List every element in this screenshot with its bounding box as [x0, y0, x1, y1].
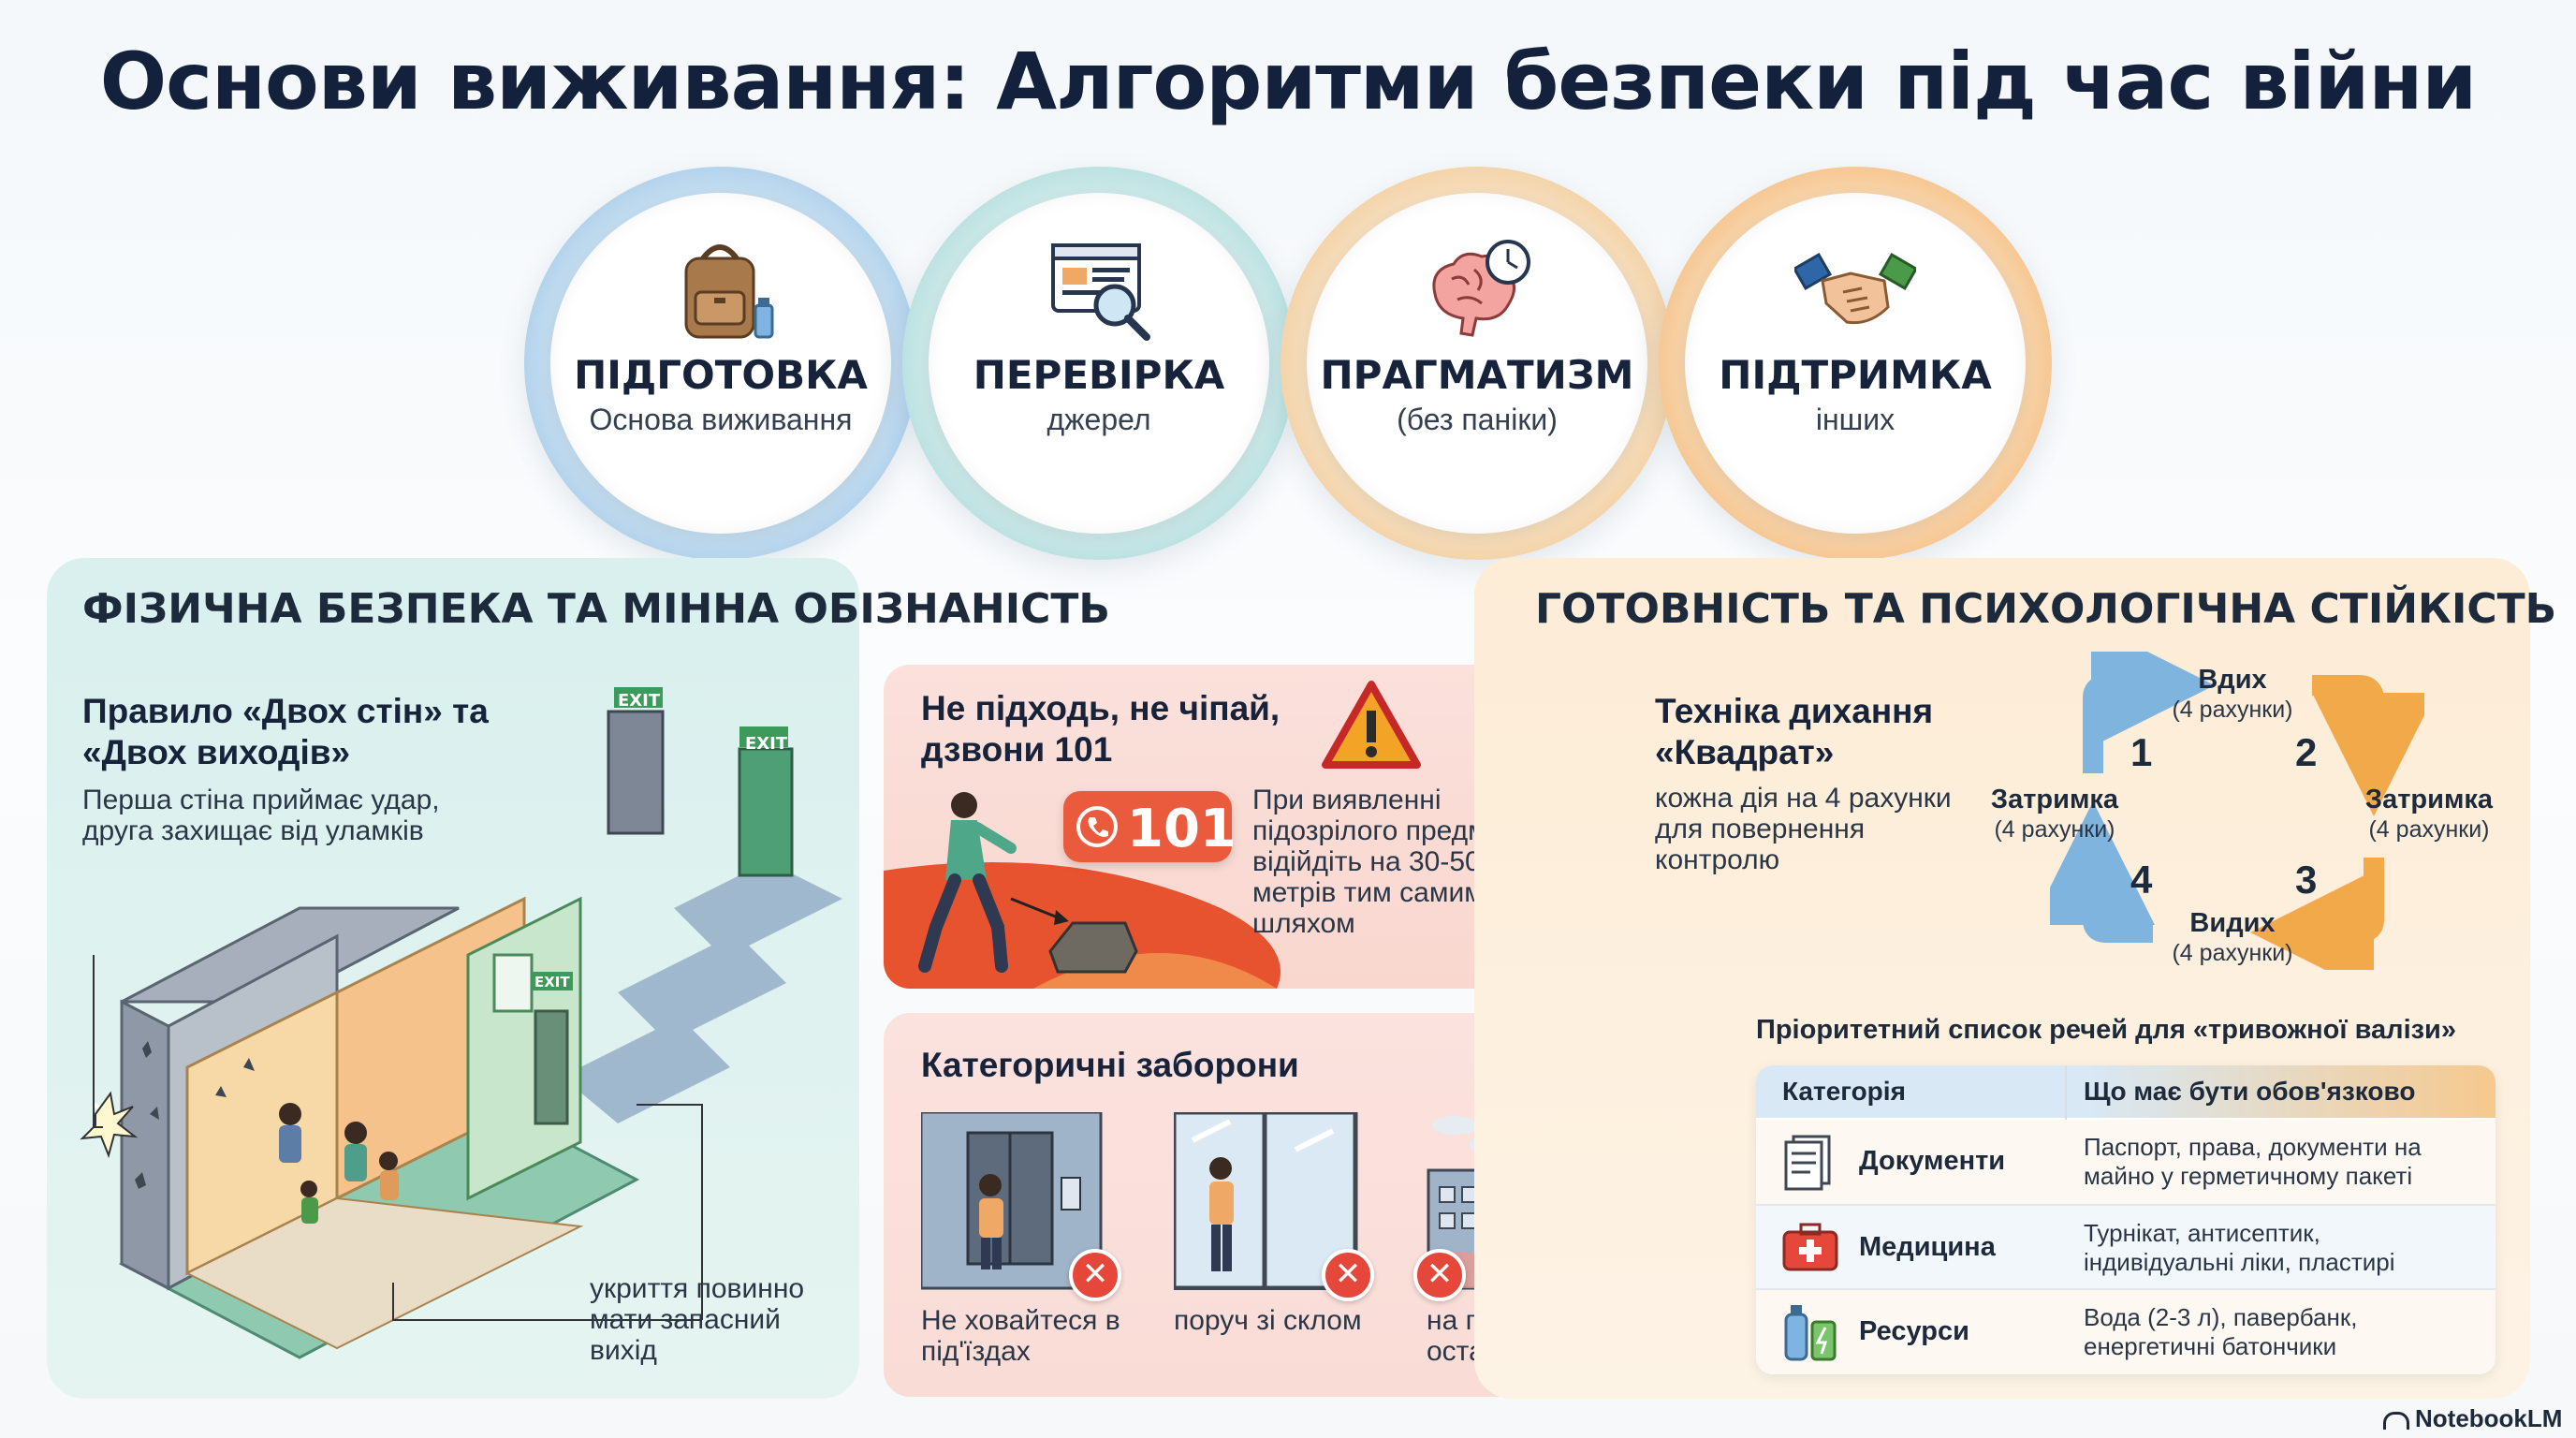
- table-row: Ресурси Вода (2-3 л), павербанк, енергет…: [1756, 1288, 2496, 1374]
- step-number: 1: [2130, 730, 2153, 774]
- table-header-category: Категорія: [1782, 1077, 1906, 1106]
- kit-items: Вода (2-3 л), павербанк, енергетичні бат…: [2084, 1303, 2358, 1360]
- ban-item-label: Не ховайтеся в під'їздах: [921, 1305, 1120, 1367]
- step-inhale: Вдих (4 рахунки): [2153, 665, 2312, 725]
- brand-name: NotebookLM: [2415, 1404, 2563, 1432]
- emergency-number: 101: [1127, 799, 1237, 859]
- page-title: Основи виживання: Алгоритми безпеки під …: [99, 36, 2477, 127]
- principle-title: ПІДТРИМКА: [1719, 352, 1992, 398]
- notebooklm-icon: [2383, 1411, 2409, 1430]
- window-glass-illustration: [1174, 1112, 1358, 1290]
- backpack-icon: [684, 244, 774, 339]
- step-count: (4 рахунки): [1994, 816, 2115, 843]
- principle-support: ПІДТРИМКА інших: [1659, 167, 2052, 560]
- principle-title: ПРАГМАТИЗМ: [1320, 352, 1634, 398]
- phone-icon: [1076, 806, 1118, 847]
- kit-category: Документи: [1859, 1146, 2006, 1176]
- two-walls-text: Перша стіна приймає удар, друга захищає …: [82, 785, 440, 846]
- prohibited-x-icon: ✕: [1069, 1249, 1121, 1301]
- ban-item-label: поруч зі склом: [1174, 1305, 1362, 1336]
- principle-subtitle: інших: [1815, 403, 1895, 436]
- prohibited-x-icon: ✕: [1413, 1249, 1466, 1301]
- step-hold-left: Затримка (4 рахунки): [1975, 785, 2134, 844]
- principle-subtitle: джерел: [1046, 403, 1151, 436]
- table-row: Документи Паспорт, права, документи на м…: [1756, 1120, 2496, 1204]
- brain-clock-icon: [1432, 240, 1530, 337]
- box-breathing-diagram: [2050, 652, 2424, 970]
- brand-logo: NotebookLM: [2383, 1404, 2562, 1433]
- call-title: Не підходь, не чіпай, дзвони 101: [921, 689, 1281, 769]
- emergency-number-badge: 101: [1063, 791, 1237, 862]
- step-number: 4: [2130, 858, 2153, 902]
- step-label: Затримка: [2364, 785, 2494, 814]
- principle-title: ПІДГОТОВКА: [574, 352, 868, 398]
- kit-items: Турнікат, антисептик, індивідуальні ліки…: [2084, 1219, 2395, 1276]
- shelter-note: укриття повинно мати запасний вихід: [590, 1273, 805, 1366]
- principle-pragmatism: ПРАГМАТИЗМ (без паніки): [1281, 167, 1674, 560]
- warning-triangle-icon: [1322, 681, 1421, 769]
- handshake-icon: [1794, 253, 1916, 325]
- exit-sign-3: EXIT: [534, 974, 570, 990]
- step-label: Вдих: [2198, 665, 2267, 695]
- prohibited-x-icon: ✕: [1322, 1249, 1374, 1301]
- breathing-text: кожна дія на 4 рахунки для повернення ко…: [1655, 783, 1952, 875]
- exit-door-grey: [607, 687, 665, 835]
- step-number: 3: [2295, 858, 2318, 902]
- step-count: (4 рахунки): [2172, 697, 2293, 723]
- two-walls-title: Правило «Двох стін» та «Двох виходів»: [82, 692, 489, 771]
- kit-category: Ресурси: [1859, 1316, 1969, 1346]
- breathing-title: Техніка дихання «Квадрат»: [1655, 692, 1934, 771]
- kit-title: Пріоритетний список речей для «тривожної…: [1756, 1015, 2456, 1045]
- exit-door-green: [738, 726, 794, 877]
- kit-items: Паспорт, права, документи на майно у гер…: [2084, 1133, 2422, 1190]
- principle-verification: ПЕРЕВІРКА джерел: [902, 167, 1295, 560]
- exit-sign-1: EXIT: [618, 691, 661, 711]
- kit-category: Медицина: [1859, 1232, 1996, 1262]
- physical-safety-title: ФІЗИЧНА БЕЗПЕКА ТА МІННА ОБІЗНАНІСТЬ: [82, 585, 1110, 633]
- step-count: (4 рахунки): [2368, 816, 2490, 843]
- prohibitions-title: Категоричні заборони: [921, 1046, 1299, 1084]
- shelter-illustration: EXIT EXIT EXIT: [80, 687, 842, 1359]
- magnifier-browser-icon: [1051, 243, 1150, 341]
- emergency-kit-table: Категорія Що має бути обов'язково Докуме…: [1756, 1065, 2496, 1374]
- principle-preparation: ПІДГОТОВКА Основа виживання: [524, 167, 917, 560]
- step-label: Затримка: [1990, 785, 2119, 814]
- exit-sign-2: EXIT: [745, 734, 788, 754]
- documents-icon: [1784, 1135, 1831, 1191]
- step-exhale: Видих (4 рахунки): [2153, 908, 2312, 968]
- first-aid-icon: [1782, 1223, 1838, 1271]
- water-battery-icon: [1784, 1305, 1837, 1361]
- table-row: Медицина Турнікат, антисептик, індивідуа…: [1756, 1204, 2496, 1290]
- readiness-title: ГОТОВНІСТЬ ТА ПСИХОЛОГІЧНА СТІЙКІСТЬ: [1535, 585, 2557, 633]
- step-label: Видих: [2189, 908, 2276, 938]
- stairwell-illustration: [921, 1112, 1103, 1290]
- step-count: (4 рахунки): [2172, 940, 2293, 966]
- principle-subtitle: Основа виживання: [589, 403, 853, 436]
- step-hold-right: Затримка (4 рахунки): [2349, 785, 2509, 844]
- person-walking-away-illustration: [918, 792, 1138, 974]
- table-header: [1756, 1065, 2496, 1118]
- principle-subtitle: (без паніки): [1397, 403, 1558, 436]
- table-header-items: Що має бути обов'язково: [2084, 1077, 2416, 1106]
- principle-title: ПЕРЕВІРКА: [973, 352, 1225, 398]
- step-number: 2: [2295, 730, 2318, 774]
